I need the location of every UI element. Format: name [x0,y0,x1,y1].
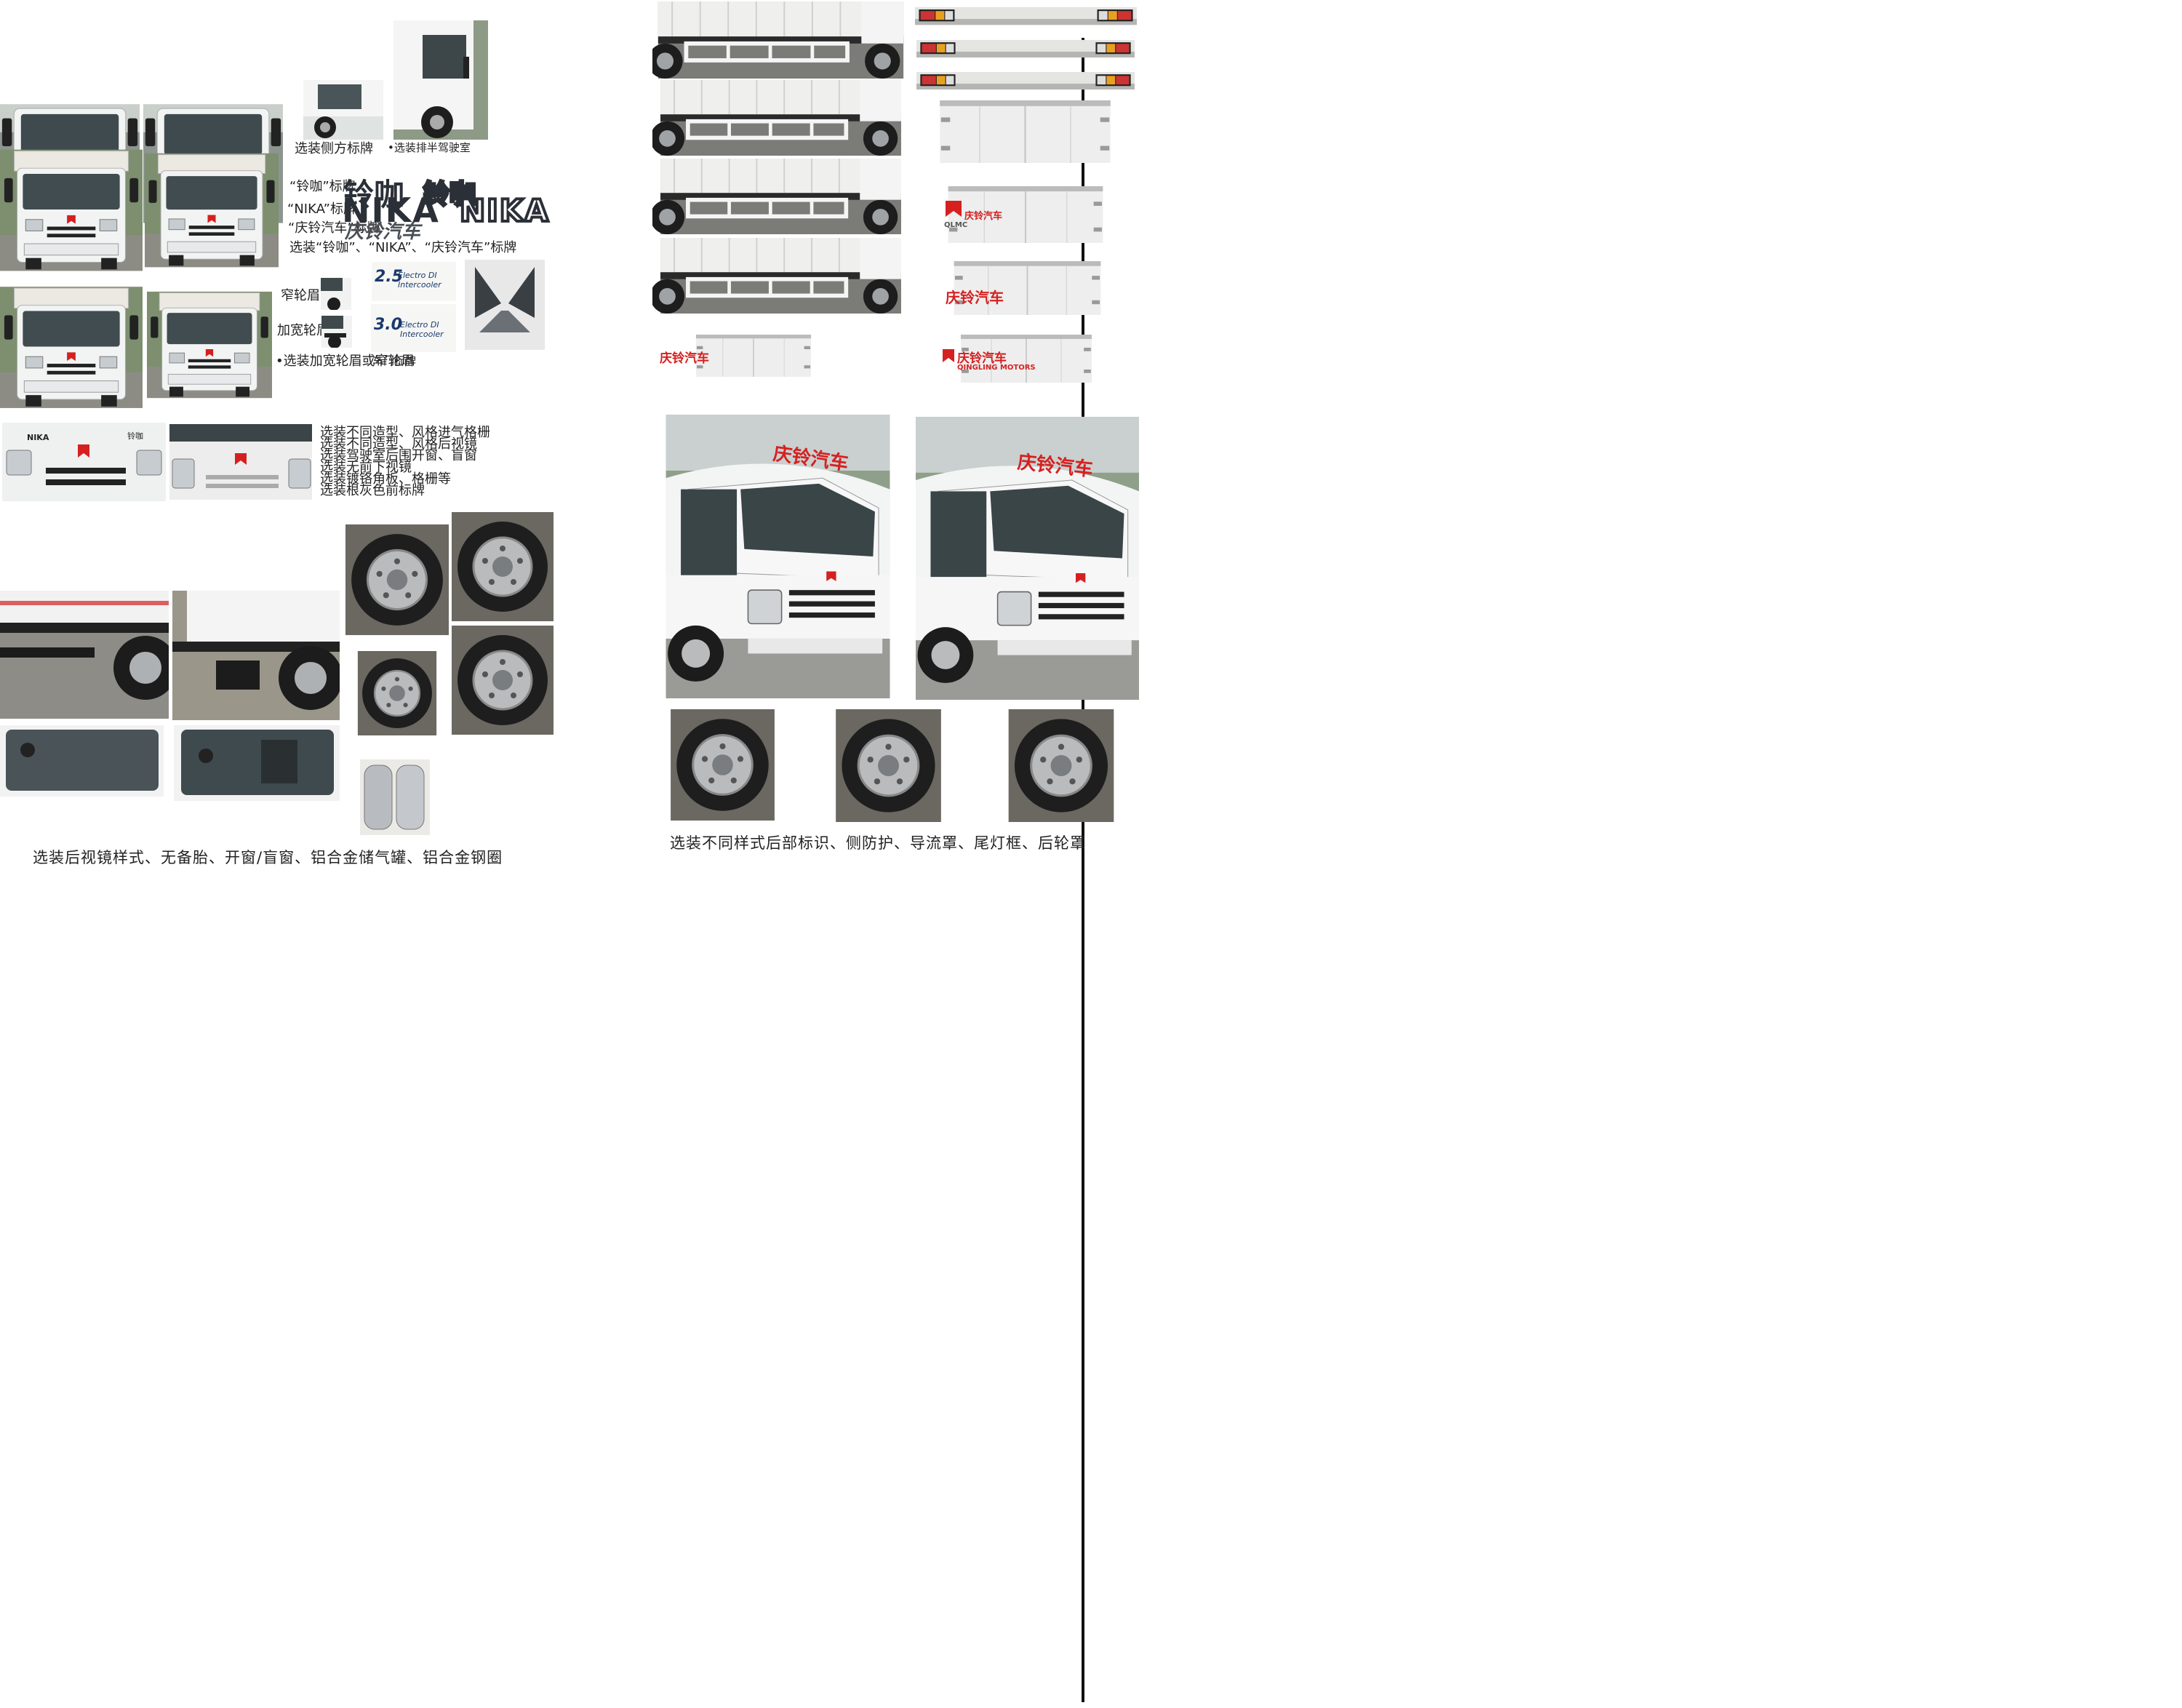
chrome-trim-photo [465,260,545,350]
caption-door-badge: 车门标牌 [372,354,417,367]
side-door-photo-red-logo-1: 庆铃汽车 [650,335,858,377]
aluminum-air-tanks-photo [360,759,430,835]
door-badge-2-mark: 3.0 [374,316,402,334]
rear-wheel-cover-photo-3 [983,709,1140,822]
side-guard-photo-2 [652,80,909,156]
grille-closeup-photo-2 [169,424,312,500]
rear-window-blind-photo [0,725,164,797]
narrow-fender-photo [321,278,351,310]
chassis-side-photo-2 [172,591,340,720]
grille-closeup-photo-1: NIKA 铃咖 [2,423,166,501]
caption-fender-option: •选装加宽轮眉或窄轮眉 [276,354,415,369]
caption-narrow-fender: 窄轮眉 [281,288,320,303]
side-guard-photo-3 [652,159,909,234]
side-plate-photo [303,80,383,140]
caption-half-cab: •选装排半驾驶室 [388,141,471,154]
side-door-red-logo-2-text: 庆铃汽车 [957,351,1007,366]
side-door-photo-red-logo-2: 庆铃汽车 QINGLING MOTORS [921,335,1132,383]
side-guard-photo-1 [652,1,909,79]
caption-choose-brands: 选装“铃咖”、“NIKA”、“庆铃汽车”标牌 [289,240,517,255]
caption-nika-label: “NIKA”标牌 [287,201,357,217]
caption-bottom-left: 选装后视镜样式、无备胎、开窗/盲窗、铝合金储气罐、铝合金钢圈 [33,849,503,866]
grille-nika-text: NIKA [27,433,49,442]
option-note: 选装镀铬角板、格栅等 [320,471,451,487]
rear-wheel-cover-photo-2 [800,709,977,822]
cab-photo-2: 庆铃汽车 [916,415,1139,702]
cab-photo-1: 庆铃汽车 [664,415,892,698]
box-truck-front-photo-3 [0,276,143,418]
page-divider [1082,38,1084,1702]
caption-wide-fender: 加宽轮眉 [277,323,329,338]
side-door-red-logo-1-text: 庆铃汽车 [660,351,709,366]
rear-door-photo-plain [918,100,1132,163]
box-truck-front-photo-1 [0,148,143,272]
chassis-side-photo-1 [0,591,169,719]
wide-fender-photo [321,316,352,348]
caption-qingling-label: “庆铃汽车”标牌 [288,220,380,236]
qlmc-red-text: 庆铃汽车 [964,211,1003,222]
box-truck-front-photo-4 [147,276,272,413]
side-guard-photo-4 [652,238,909,314]
option-note: 选装不同造型、风格后视镜 [320,436,477,452]
taillight-frame-photo-1 [915,1,1137,31]
linga-logo-solid: 铃咖 [343,177,405,212]
qingling-logo-text: 庆铃汽车 [345,221,421,243]
rear-window-open-photo [174,725,340,801]
rear-door-photo-red-logo: 庆铃汽车 [916,261,1138,315]
qlmc-text: QLMC [944,221,968,229]
option-note: 选装根灰色前标牌 [320,483,425,498]
door-badge-1-mark: 2.5 [375,268,403,286]
rear-door-photo-qlmc: 庆铃汽车 QLMC [916,186,1135,243]
qingling-motors-text: QINGLING MOTORS [957,364,1036,372]
option-note: 选装无前下视镜 [320,460,412,475]
box-truck-front-photo-2 [145,148,279,272]
door-badge-1-text: Electro DI Intercooler [398,271,441,290]
caption-side-plate: 选装侧方标牌 [295,141,373,156]
rear-door-red-logo-text: 庆铃汽车 [946,289,1004,306]
taillight-frame-photo-2 [916,35,1135,63]
grille-linga-text: 铃咖 [127,431,143,441]
linga-logo-outline: 铃咖 [422,178,477,211]
nika-logo-outline: NIKA [458,191,550,230]
half-cab-photo [393,20,488,140]
alloy-wheel-photo-1 [345,511,449,648]
caption-bottom-right: 选装不同样式后部标识、侧防护、导流罩、尾灯框、后轮罩 [670,834,1086,852]
door-badge-2-text: Electro DI Intercooler [400,320,444,339]
caption-linga-label: “铃咖”标牌 [289,179,356,194]
option-note: 选装驾驶室后围开窗、盲窗 [320,448,477,463]
rear-wheel-cover-photo-1 [651,709,794,821]
steel-wheel-photo-2 [452,624,554,736]
option-notes: 选装不同造型、风格进气格栅 选装不同造型、风格后视镜 选装驾驶室后围开窗、盲窗 … [320,425,490,498]
option-note: 选装不同造型、风格进气格栅 [320,425,490,440]
nika-logo-solid: NIKA [342,191,440,230]
taillight-frame-photo-3 [916,64,1135,97]
alloy-wheel-photo-2 [345,651,449,735]
door-badge-1-photo: 2.5 Electro DI Intercooler [372,262,456,301]
steel-wheel-photo-1 [452,511,554,622]
door-badge-2-photo: 3.0 Electro DI Intercooler [371,304,456,352]
